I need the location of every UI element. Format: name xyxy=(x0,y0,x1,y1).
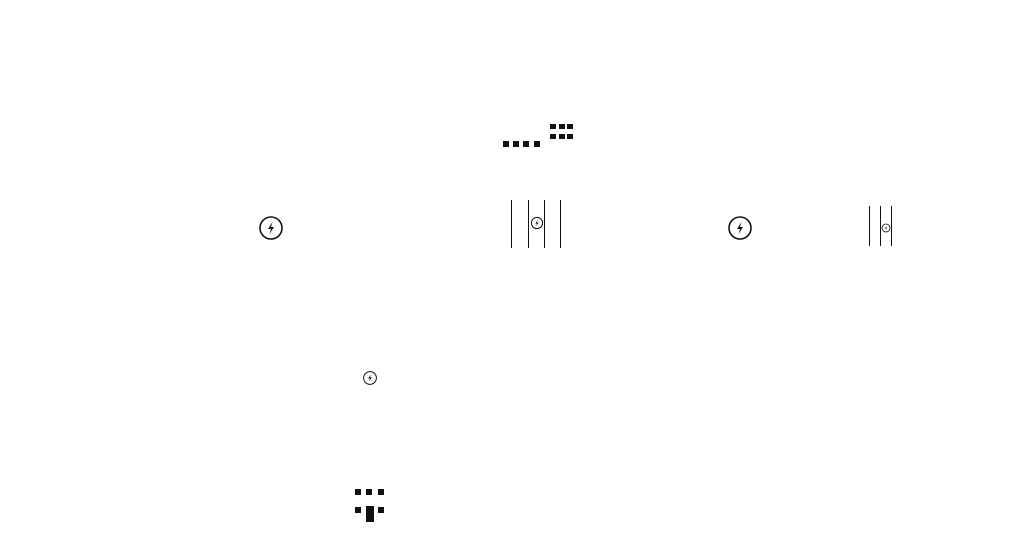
lightning-bolt-icon-large-right[interactable] xyxy=(727,215,753,241)
lightning-bolt-group-with-lines xyxy=(508,198,568,250)
lightning-bolt-icon-small[interactable] xyxy=(362,370,378,386)
lightning-bolt-small-group-with-lines xyxy=(866,204,896,248)
lightning-bolt-icon-with-lines[interactable] xyxy=(530,216,544,230)
lightning-bolt-icon-large-left[interactable] xyxy=(258,215,284,241)
lightning-bolt-icon-small-with-lines[interactable] xyxy=(881,223,891,233)
dots-grid-icon xyxy=(500,120,576,150)
pixel-figure-icon xyxy=(352,486,388,526)
